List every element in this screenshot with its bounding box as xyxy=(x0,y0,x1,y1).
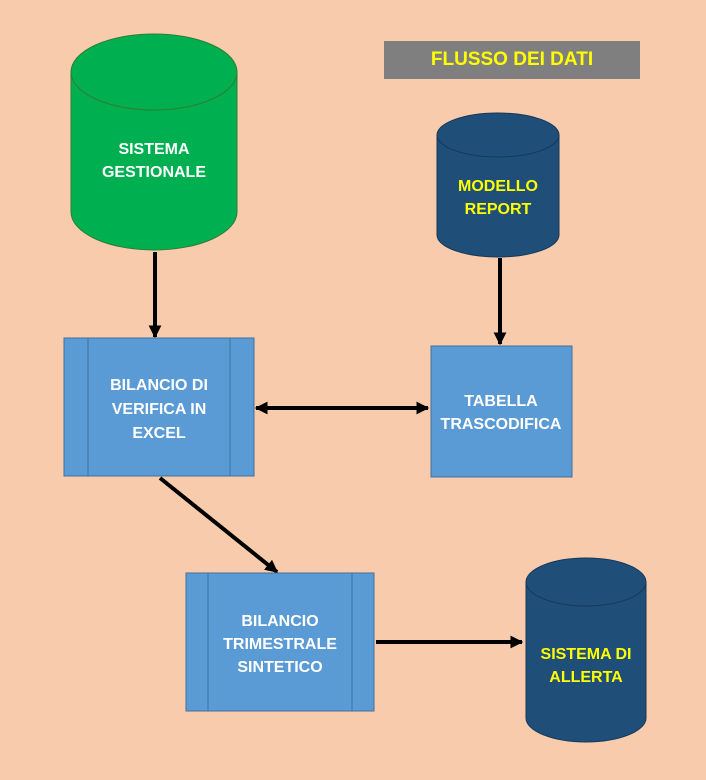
edge-verifica-to-trimestrale xyxy=(158,476,279,574)
tabella-trascodifica-label-line2: TRASCODIFICA xyxy=(441,416,562,433)
svg-text:TABELLA: TABELLA xyxy=(464,393,538,410)
bilancio-trimestrale-label-line2: TRIMESTRALE xyxy=(223,636,337,653)
svg-text:TRASCODIFICA: TRASCODIFICA xyxy=(441,416,562,433)
svg-text:MODELLO: MODELLO xyxy=(458,178,538,195)
tabella-trascodifica-label-line1: TABELLA xyxy=(464,393,538,410)
modello-report-label-line1: MODELLO xyxy=(458,178,538,195)
svg-text:SINTETICO: SINTETICO xyxy=(237,659,322,676)
svg-text:VERIFICA IN: VERIFICA IN xyxy=(112,401,207,418)
bilancio-trimestrale-label-line1: BILANCIO xyxy=(241,613,318,630)
svg-text:SISTEMA DI: SISTEMA DI xyxy=(541,646,632,663)
bilancio-verifica-label-line1: BILANCIO DI xyxy=(110,377,208,394)
sistema-allerta-label-line2: ALLERTA xyxy=(549,669,623,686)
diagram-title: FLUSSO DEI DATI xyxy=(430,49,594,70)
sistema-gestionale-label-line1: SISTEMA xyxy=(118,141,190,158)
svg-text:TRIMESTRALE: TRIMESTRALE xyxy=(223,636,337,653)
node-modello-report: MODELLO REPORT xyxy=(436,112,560,258)
diagram-title-box: FLUSSO DEI DATI xyxy=(384,41,640,79)
bilancio-verifica-label-line2: VERIFICA IN xyxy=(112,401,207,418)
svg-text:ALLERTA: ALLERTA xyxy=(549,669,623,686)
node-tabella-trascodifica: TABELLA TRASCODIFICA xyxy=(430,345,573,478)
node-sistema-allerta: SISTEMA DI ALLERTA xyxy=(525,557,647,743)
bilancio-verifica-label-line3: EXCEL xyxy=(132,425,186,442)
bilancio-trimestrale-label-line3: SINTETICO xyxy=(237,659,322,676)
node-bilancio-verifica: BILANCIO DI VERIFICA IN EXCEL xyxy=(63,337,255,477)
modello-report-label-line2: REPORT xyxy=(465,201,532,218)
svg-text:REPORT: REPORT xyxy=(465,201,532,218)
node-bilancio-trimestrale: BILANCIO TRIMESTRALE SINTETICO xyxy=(185,572,375,712)
sistema-gestionale-label-line2: GESTIONALE xyxy=(102,164,206,181)
svg-text:BILANCIO: BILANCIO xyxy=(241,613,318,630)
svg-text:GESTIONALE: GESTIONALE xyxy=(102,164,206,181)
svg-text:BILANCIO DI: BILANCIO DI xyxy=(110,377,208,394)
svg-text:EXCEL: EXCEL xyxy=(132,425,186,442)
node-sistema-gestionale: SISTEMA GESTIONALE xyxy=(70,33,238,251)
sistema-allerta-label-line1: SISTEMA DI xyxy=(541,646,632,663)
svg-text:SISTEMA: SISTEMA xyxy=(118,141,190,158)
